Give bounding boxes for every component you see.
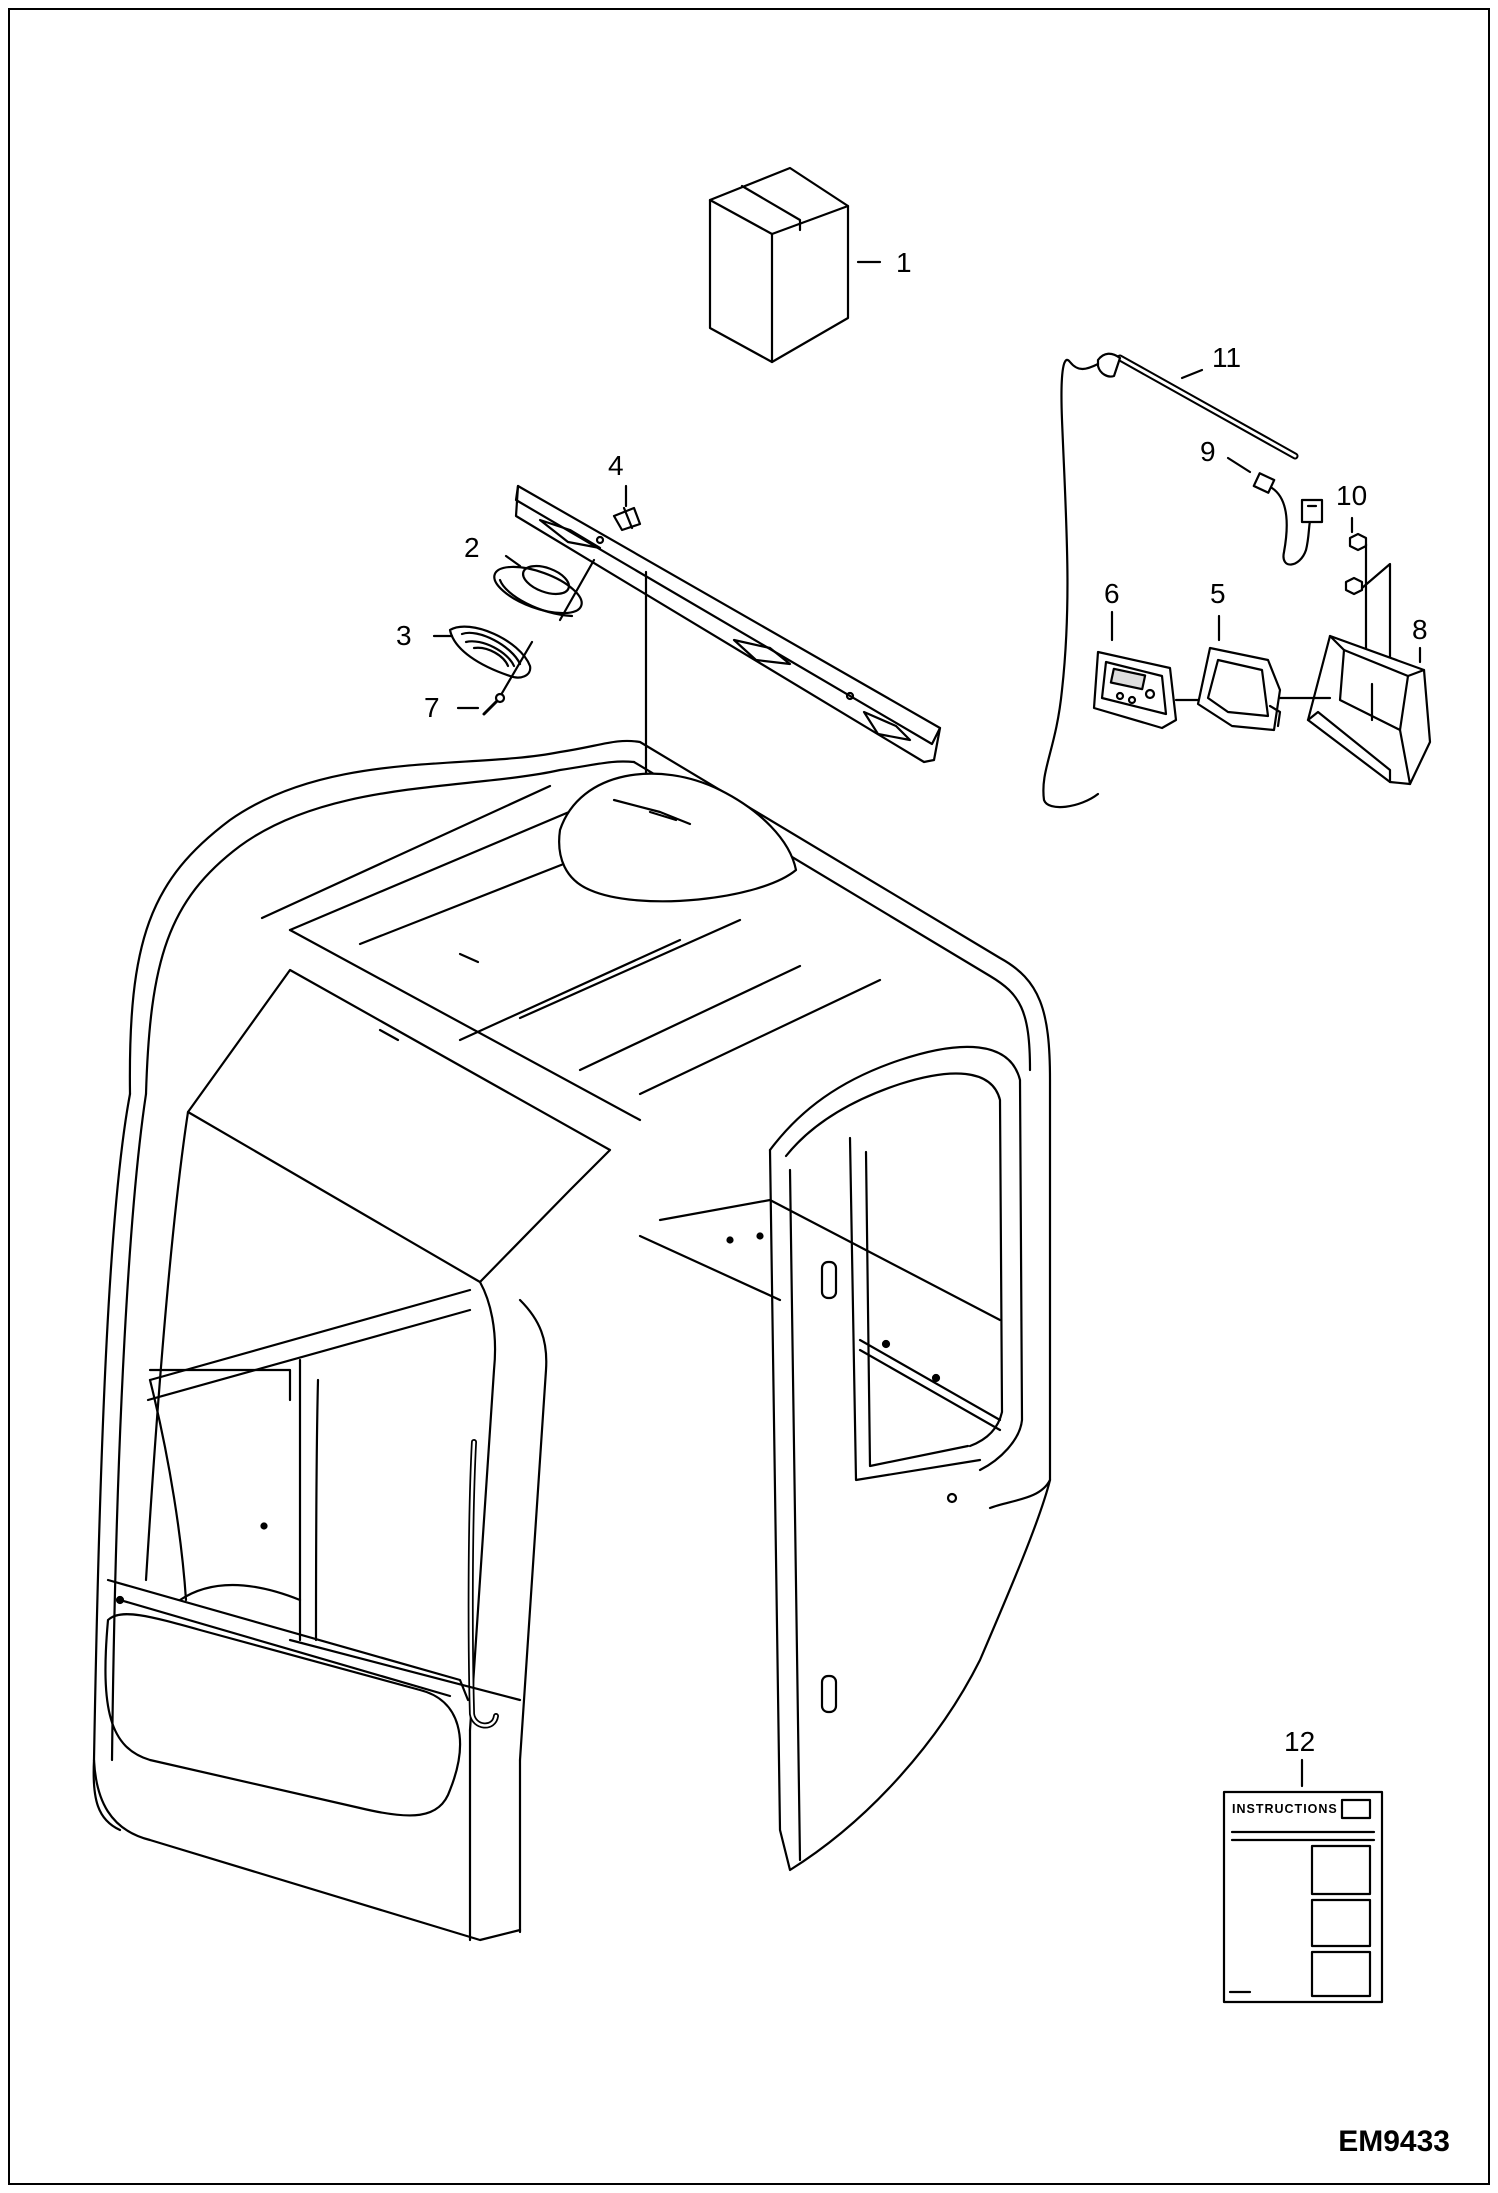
callout-8: 8 — [1412, 614, 1428, 645]
screw-part — [482, 692, 506, 716]
callout-1: 1 — [896, 247, 912, 278]
callout-2: 2 — [464, 532, 480, 563]
booklet-title: INSTRUCTIONS — [1232, 1802, 1338, 1816]
callout-12: 12 — [1284, 1726, 1316, 1757]
callout-10: 10 — [1336, 480, 1368, 511]
screw-top-part — [612, 506, 642, 532]
callout-3: 3 — [396, 620, 412, 651]
callout-4: 4 — [608, 450, 624, 481]
cab-frame — [92, 739, 1052, 1942]
leader-9 — [1226, 456, 1252, 474]
callout-5: 5 — [1210, 578, 1226, 609]
callout-6: 6 — [1104, 578, 1120, 609]
callout-11: 11 — [1212, 342, 1242, 373]
speaker-panel-part — [514, 484, 942, 764]
assembly-line-3-2 — [496, 640, 534, 702]
radio-bracket-part — [1306, 634, 1432, 786]
instructions-booklet-part — [1222, 1790, 1384, 2004]
callout-9: 9 — [1200, 436, 1216, 467]
leader-11 — [1180, 368, 1204, 380]
assembly-line-2-panel — [558, 558, 596, 622]
speaker-grille-part — [448, 625, 532, 679]
box-kit-part — [708, 166, 850, 364]
antenna-part — [1042, 352, 1299, 809]
radio-part — [1092, 650, 1200, 730]
radio-bezel-part — [1196, 646, 1282, 732]
drawing-code: EM9433 — [1338, 2125, 1450, 2158]
leader-2 — [504, 554, 522, 568]
speaker-part — [493, 564, 583, 618]
callout-7: 7 — [424, 692, 440, 723]
harness-part — [1252, 472, 1324, 566]
